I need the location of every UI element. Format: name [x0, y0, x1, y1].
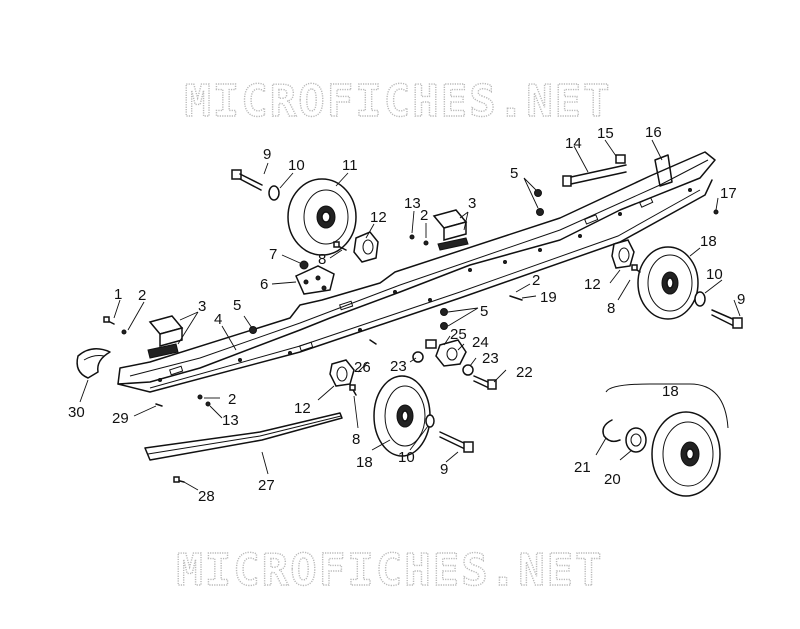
callout-18: 18: [700, 233, 717, 250]
callout-2: 2: [420, 207, 428, 224]
callout-14: 14: [565, 135, 582, 152]
bolt-9-top: [231, 169, 263, 191]
callout-12: 12: [294, 400, 311, 417]
bracket-12-bottom: [329, 359, 355, 387]
nut-15: [615, 154, 626, 164]
callout-29: 29: [112, 410, 129, 427]
pin-25: [425, 339, 437, 349]
callouts: 9 10 11 13 2 3 12 8 7 6 14 15 16 5 17 18…: [68, 124, 745, 505]
callout-10: 10: [288, 157, 305, 174]
wheel-11: [287, 178, 357, 256]
callout-24: 24: [472, 334, 489, 351]
snap-ring-21: [602, 419, 621, 443]
callout-9: 9: [263, 146, 271, 163]
bolt-9-right: [711, 309, 743, 329]
callout-20: 20: [604, 471, 621, 488]
callout-23: 23: [482, 350, 499, 367]
rail-holes: [158, 188, 692, 382]
bolt-9-bottom: [439, 431, 474, 453]
callout-9: 9: [737, 291, 745, 308]
plate-6: [295, 265, 335, 295]
callout-4: 4: [214, 311, 222, 328]
callout-15: 15: [597, 125, 614, 142]
callout-9: 9: [440, 461, 448, 478]
callout-8: 8: [607, 300, 615, 317]
callout-8: 8: [318, 251, 326, 268]
callout-23: 23: [390, 358, 407, 375]
callout-10: 10: [398, 449, 415, 466]
callout-21: 21: [574, 459, 591, 476]
rail-slots: [169, 197, 654, 376]
callout-13: 13: [404, 195, 421, 212]
callout-1: 1: [114, 286, 122, 303]
rear-bracket: [654, 154, 673, 187]
washer-10-bottom: [425, 414, 435, 428]
callout-27: 27: [258, 477, 275, 494]
watermark-top: MICROFICHES.NET: [184, 76, 611, 127]
watermark-bottom: MICROFICHES.NET: [176, 545, 603, 596]
callout-3: 3: [198, 298, 206, 315]
washer-10-right: [694, 291, 706, 307]
bracket-12-top: [353, 231, 379, 263]
callout-3: 3: [468, 195, 476, 212]
callout-18: 18: [356, 454, 373, 471]
callout-19: 19: [540, 289, 557, 306]
block-24: [435, 339, 467, 367]
callout-25: 25: [450, 326, 467, 343]
callout-10: 10: [706, 266, 723, 283]
wheel-18-center: [373, 375, 431, 457]
callout-17: 17: [720, 185, 737, 202]
callout-28: 28: [198, 488, 215, 505]
callout-26: 26: [354, 359, 371, 376]
callout-22: 22: [516, 364, 533, 381]
callout-2: 2: [532, 272, 540, 289]
washer-10-top: [268, 185, 280, 201]
leader-lines: [79, 139, 741, 491]
callout-7: 7: [269, 246, 277, 263]
callout-18: 18: [662, 383, 679, 400]
callout-30: 30: [68, 404, 85, 421]
bearing-20: [625, 427, 647, 453]
callout-13: 13: [222, 412, 239, 429]
wheel-18-rear: [637, 246, 699, 320]
bracket-12-right: [611, 239, 635, 269]
axle-14: [562, 164, 627, 187]
callout-12: 12: [584, 276, 601, 293]
callout-11: 11: [342, 157, 358, 174]
callout-16: 16: [645, 124, 662, 141]
slider-block-3-top: [432, 209, 469, 251]
detail-brace: [605, 383, 729, 429]
wear-strip: [144, 412, 343, 461]
slider-block-3-front: [147, 315, 184, 359]
callout-5: 5: [510, 165, 518, 182]
bolt-22: [473, 375, 497, 390]
callout-8: 8: [352, 431, 360, 448]
wheel-18-detail: [651, 411, 721, 497]
front-tip-cover: [76, 348, 111, 379]
callout-2: 2: [138, 287, 146, 304]
washer-23b: [462, 364, 474, 376]
slide-rail: [117, 151, 716, 393]
callout-6: 6: [260, 276, 268, 293]
callout-5: 5: [233, 297, 241, 314]
callout-5: 5: [480, 303, 488, 320]
washer-23a: [412, 351, 424, 363]
callout-2: 2: [228, 391, 236, 408]
hardware: [103, 189, 719, 483]
callout-12: 12: [370, 209, 387, 226]
